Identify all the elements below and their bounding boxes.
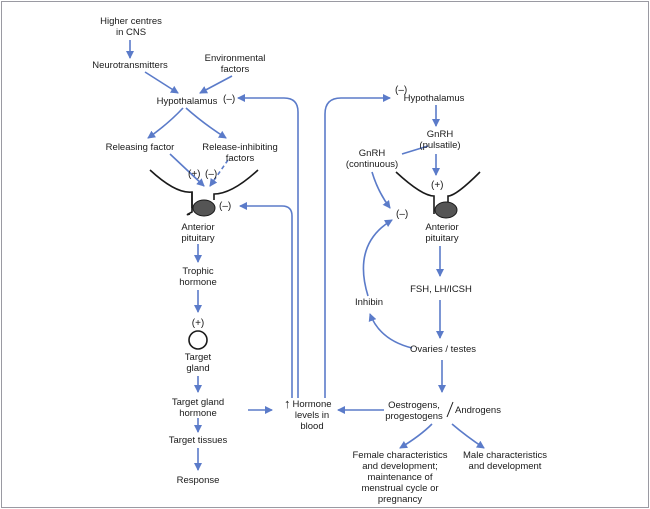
- left-pituitary-gland: [149, 169, 259, 216]
- male-characteristics-label: Male characteristics and development: [463, 450, 547, 472]
- target-gland-hormone-label: Target gland hormone: [171, 397, 225, 419]
- feedback-to-hypothalamus-right: [324, 94, 391, 398]
- plus-left-label: (+): [188, 169, 201, 180]
- plus-target-label: (+): [191, 318, 205, 329]
- target-gland-circle: [188, 330, 208, 350]
- arrow-inhibin-to-neg: [362, 219, 393, 297]
- neg-feedback-hypothalamus-left: (–): [223, 94, 236, 105]
- neg-left-top-label: (–): [205, 169, 218, 180]
- ovaries-testes-label: Ovaries / testes: [410, 344, 476, 355]
- steroid-separator: [446, 401, 454, 418]
- feedback-to-pituitary-left: [239, 202, 293, 398]
- neg-left-pituitary-label: (–): [219, 201, 232, 212]
- hypothalamus-left-label: Hypothalamus: [156, 96, 218, 107]
- arrow-hypothalamus-to-inhibiting: [185, 107, 227, 139]
- androgens-label: Androgens: [455, 405, 501, 416]
- target-tissues-label: Target tissues: [168, 435, 228, 446]
- left-gland-lobe: [192, 199, 216, 217]
- arrow-releasing-to-pituitary: [169, 153, 205, 187]
- gnrh-continuous-label: GnRH (continuous): [345, 148, 399, 170]
- arrow-gnrh-continuous-to-neg: [371, 171, 391, 209]
- anterior-pituitary-left-label: Anterior pituitary: [181, 222, 215, 244]
- arrow-gnrh-split: [401, 145, 429, 155]
- arrow-hypothalamus-to-releasing: [147, 107, 184, 139]
- neg-feedback-hypothalamus-right: (–): [395, 85, 408, 96]
- neurotransmitters-label: Neurotransmitters: [92, 60, 168, 71]
- neg-right-pituitary-label: (–): [396, 209, 409, 220]
- female-characteristics-label: Female characteristics and development; …: [352, 450, 448, 505]
- feedback-to-hypothalamus-left: [237, 94, 299, 398]
- trophic-hormone-label: Trophic hormone: [179, 266, 217, 288]
- target-gland-label: Target gland: [184, 352, 212, 374]
- oestrogens-progestogens-label: Oestrogens, progestogens: [385, 400, 443, 422]
- plus-right-label: (+): [431, 180, 444, 191]
- right-pituitary-gland: [395, 171, 481, 214]
- arrow-inhibiting-to-pituitary: [209, 159, 229, 187]
- environmental-factors-label: Environmental factors: [204, 53, 266, 75]
- response-label: Response: [176, 475, 220, 486]
- hypothalamus-right-label: Hypothalamus: [403, 93, 465, 104]
- hormone-levels-label: Hormone levels in blood: [292, 399, 332, 432]
- fsh-lh-label: FSH, LH/ICSH: [410, 284, 472, 295]
- higher-centres-label: Higher centres in CNS: [100, 16, 162, 38]
- arrow-neurotransmitters-to-hypothalamus: [144, 71, 179, 94]
- arrow-environment-to-hypothalamus: [199, 75, 233, 94]
- increase-arrow-symbol: ↑: [284, 396, 291, 411]
- right-gland-lobe: [434, 201, 458, 219]
- releasing-factor-label: Releasing factor: [105, 142, 175, 153]
- arrow-oestrogens-to-female: [399, 423, 433, 449]
- inhibin-label: Inhibin: [355, 297, 383, 308]
- gnrh-pulsatile-label: GnRH (pulsatile): [419, 129, 461, 151]
- anterior-pituitary-right-label: Anterior pituitary: [425, 222, 459, 244]
- release-inhibiting-factors-label: Release-inhibiting factors: [202, 142, 278, 164]
- arrow-ovaries-to-inhibin: [368, 313, 413, 349]
- arrow-androgens-to-male: [451, 423, 485, 449]
